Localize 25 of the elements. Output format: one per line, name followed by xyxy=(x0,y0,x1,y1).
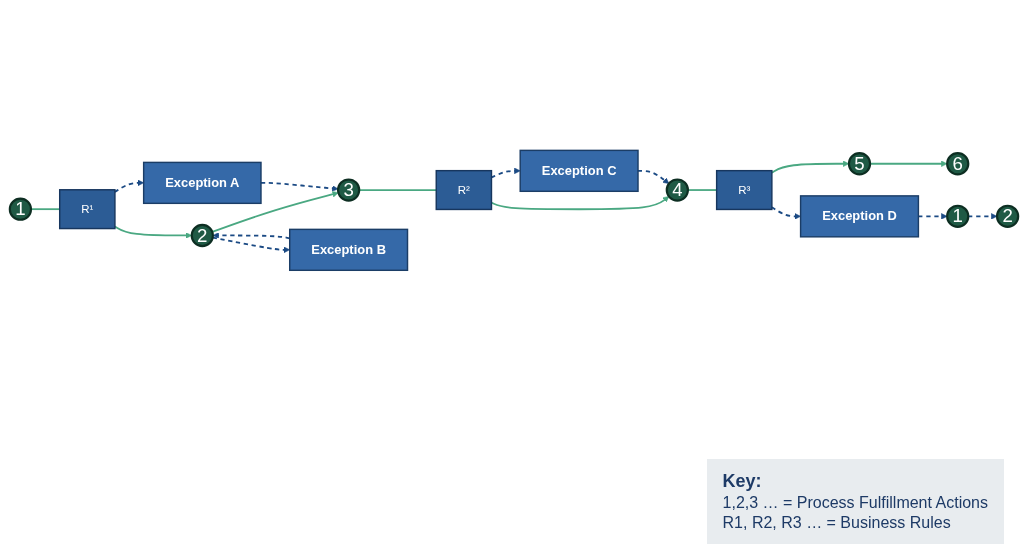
node-box: Exception B xyxy=(289,228,409,271)
node-box: Exception C xyxy=(519,149,639,192)
key-entry: R1, R2, R3 … = Business Rules xyxy=(722,514,952,532)
node-box: Exception D xyxy=(799,195,920,238)
node-circle: 1 xyxy=(8,197,33,221)
arrow xyxy=(260,181,339,192)
node-circle: 6 xyxy=(946,152,970,176)
node-circle: 2 xyxy=(995,204,1020,228)
node-circle: 1 xyxy=(946,204,970,228)
node-box: R³ xyxy=(715,169,773,211)
key-entry: 1,2,3 … = Process Fulfillment Actions xyxy=(722,494,988,512)
arrow xyxy=(114,225,192,239)
node-circle: 5 xyxy=(847,152,872,176)
node-box: R² xyxy=(435,169,493,211)
node-circle: 2 xyxy=(190,223,214,248)
node-box: R¹ xyxy=(59,189,116,230)
arrow xyxy=(114,179,144,193)
node-box: Exception A xyxy=(142,161,262,205)
arrow xyxy=(869,160,948,167)
node-circle: 4 xyxy=(665,178,689,202)
key-heading: Key: xyxy=(722,471,763,492)
node-circle: 3 xyxy=(336,178,361,202)
arrow xyxy=(770,206,801,220)
arrow xyxy=(967,213,998,220)
arrow xyxy=(770,160,850,174)
